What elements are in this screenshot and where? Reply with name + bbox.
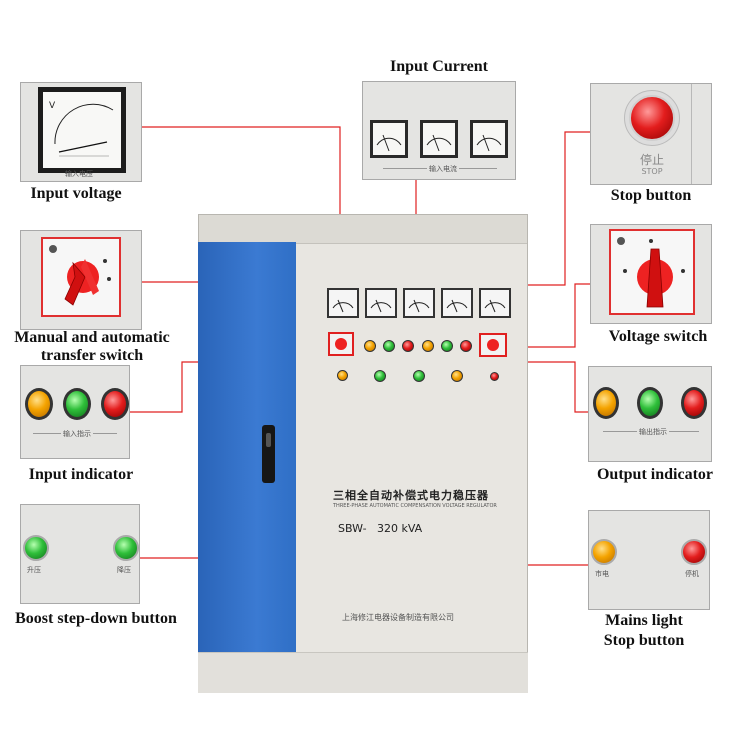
label-mains-light: Mains light: [605, 612, 683, 629]
cabinet-output-led-red: [460, 340, 472, 352]
input-voltage-panel: V 输入电压: [20, 82, 142, 182]
cabinet-top-bevel: [199, 215, 527, 244]
cabinet-output-led-orange: [422, 340, 434, 352]
boost-button[interactable]: [23, 535, 49, 561]
cabinet-meter-current-3: [441, 288, 473, 318]
stop-button-panel: 停止 STOP: [590, 83, 712, 185]
cabinet-meter-current-2: [403, 288, 435, 318]
voltage-switch-panel: [590, 224, 712, 324]
mains-light: [591, 539, 617, 565]
ammeter-3: [470, 120, 508, 158]
transfer-switch-panel: [20, 230, 142, 330]
cabinet-stop-button[interactable]: [490, 372, 499, 381]
cabinet-base: [198, 652, 528, 693]
mains-panel: 市电 停机: [588, 510, 710, 610]
output-indicator-panel: 输出指示: [588, 366, 712, 462]
mains-stop-caption: 停机: [685, 570, 699, 578]
cabinet-output-led-green: [441, 340, 453, 352]
stop-label-en: STOP: [641, 167, 663, 176]
cabinet-input-led-orange: [364, 340, 376, 352]
cabinet-side-door: [198, 242, 296, 654]
input-current-caption: 输入电流: [427, 164, 459, 174]
cabinet-voltage-switch[interactable]: [479, 333, 507, 357]
stop-button[interactable]: [624, 90, 680, 146]
label-output-indicator: Output indicator: [596, 466, 713, 483]
cabinet-meter-current-1: [365, 288, 397, 318]
boost-panel: 升压 降压: [20, 504, 140, 604]
input-current-panel: 输入电流: [362, 81, 516, 180]
output-indicator-caption: 输出指示: [637, 427, 669, 437]
label-boost-button: Boost step-down button: [15, 610, 177, 627]
stop-label-cn: 停止: [639, 153, 664, 167]
door-handle[interactable]: [262, 425, 275, 483]
cabinet-maker: 上海修江电器设备制造有限公司: [342, 613, 454, 622]
transfer-switch[interactable]: [41, 237, 121, 317]
label-voltage-switch: Voltage switch: [608, 328, 708, 345]
ammeter-2: [420, 120, 458, 158]
cabinet-input-led-red: [402, 340, 414, 352]
voltmeter-caption: 输入电压: [65, 170, 93, 178]
mains-caption: 市电: [595, 570, 609, 578]
input-indicator-green: [63, 388, 91, 420]
mains-stop-button[interactable]: [681, 539, 707, 565]
output-indicator-green: [637, 387, 663, 419]
output-indicator-red: [681, 387, 707, 419]
input-indicator-orange: [25, 388, 53, 420]
voltage-switch[interactable]: [609, 229, 695, 315]
panel-edge: [691, 84, 692, 184]
boost-caption: 升压: [27, 566, 41, 574]
cabinet-small-led: [337, 370, 348, 381]
label-input-current: Input Current: [390, 58, 488, 75]
buck-caption: 降压: [117, 566, 131, 574]
input-indicator-red: [101, 388, 129, 420]
label-input-voltage: Input voltage: [30, 185, 122, 202]
voltmeter: V: [38, 87, 126, 173]
label-transfer-switch-1: Manual and automatic: [14, 329, 170, 346]
cabinet-title: 三相全自动补偿式电力稳压器: [333, 489, 489, 502]
ammeter-1: [370, 120, 408, 158]
cabinet-input-led-green: [383, 340, 395, 352]
input-indicator-panel: 输入指示: [20, 365, 130, 459]
cabinet-buck-button[interactable]: [413, 370, 425, 382]
svg-text:V: V: [49, 101, 56, 111]
cabinet-model-value: 320 kVA: [377, 522, 423, 535]
cabinet-transfer-switch[interactable]: [328, 332, 354, 356]
buck-button[interactable]: [113, 535, 139, 561]
cabinet-model-prefix: SBW-: [338, 522, 367, 535]
input-indicator-caption: 输入指示: [61, 429, 93, 439]
label-input-indicator: Input indicator: [28, 466, 134, 483]
cabinet-meter-output: [479, 288, 511, 318]
cabinet-mains-light: [451, 370, 463, 382]
label-mains-stop: Stop button: [603, 632, 685, 649]
label-transfer-switch-2: transfer switch: [40, 347, 144, 364]
cabinet-boost-button[interactable]: [374, 370, 386, 382]
label-stop-button: Stop button: [610, 187, 692, 204]
output-indicator-orange: [593, 387, 619, 419]
cabinet-subtitle: THREE-PHASE AUTOMATIC COMPENSATION VOLTA…: [333, 503, 497, 509]
cabinet-meter-voltage: [327, 288, 359, 318]
